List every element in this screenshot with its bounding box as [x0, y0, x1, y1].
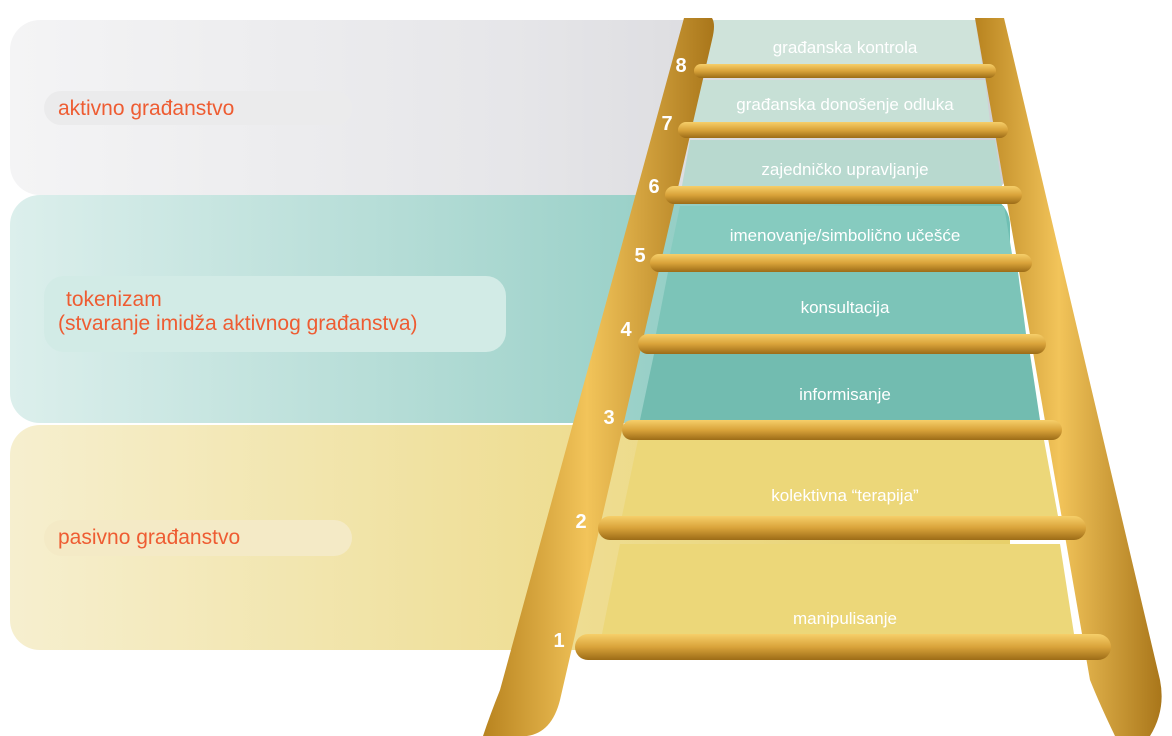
step-5-number: 5 [634, 245, 645, 267]
rung-7 [678, 122, 1008, 138]
ladder-rungs [575, 64, 1111, 660]
passive-citizenship-label: pasivno građanstvo [44, 520, 352, 556]
step-3-number: 3 [603, 407, 614, 429]
step-6-number: 6 [648, 176, 659, 198]
step-6-label: zajedničko upravljanje [761, 160, 928, 179]
tokenism-label: tokenizam (stvaranje imidža aktivnog gra… [44, 276, 506, 352]
panel-step-1 [602, 544, 1074, 634]
rung-5 [650, 254, 1032, 272]
step-2-label: kolektivna “terapija” [771, 486, 919, 505]
step-1-label: manipulisanje [793, 609, 897, 628]
step-4-label: konsultacija [801, 298, 890, 317]
panel-step-6 [682, 140, 1002, 186]
step-4-number: 4 [620, 319, 632, 341]
panel-step-8 [702, 20, 982, 64]
ladder-left-rail [483, 18, 714, 736]
panel-step-7 [692, 80, 990, 122]
panel-step-4 [656, 272, 1026, 334]
rung-6 [665, 186, 1022, 204]
step-1-number: 1 [553, 630, 564, 652]
step-8-number: 8 [675, 55, 686, 77]
panel-step-3 [640, 354, 1040, 420]
rung-8 [694, 64, 996, 78]
tokenism-label-line1: tokenizam [66, 288, 162, 311]
ladder-right-rail [975, 18, 1162, 736]
rung-1 [575, 634, 1111, 660]
step-5-label: imenovanje/simbolično učešće [730, 226, 961, 245]
panel-step-2 [622, 440, 1058, 516]
ladder-panels [602, 20, 1074, 634]
step-7-label: građanska donošenje odluka [736, 95, 954, 114]
panel-step-5 [670, 206, 1012, 254]
tokenism-label-line2: (stvaranje imidža aktivnog građanstva) [58, 312, 418, 335]
step-7-number: 7 [661, 113, 672, 135]
active-citizenship-label: aktivno građanstvo [44, 91, 352, 125]
step-3-label: informisanje [799, 385, 891, 404]
rung-4 [638, 334, 1046, 354]
step-2-number: 2 [575, 511, 586, 533]
rung-2 [598, 516, 1086, 540]
rung-3 [622, 420, 1062, 440]
step-8-label: građanska kontrola [773, 38, 918, 57]
